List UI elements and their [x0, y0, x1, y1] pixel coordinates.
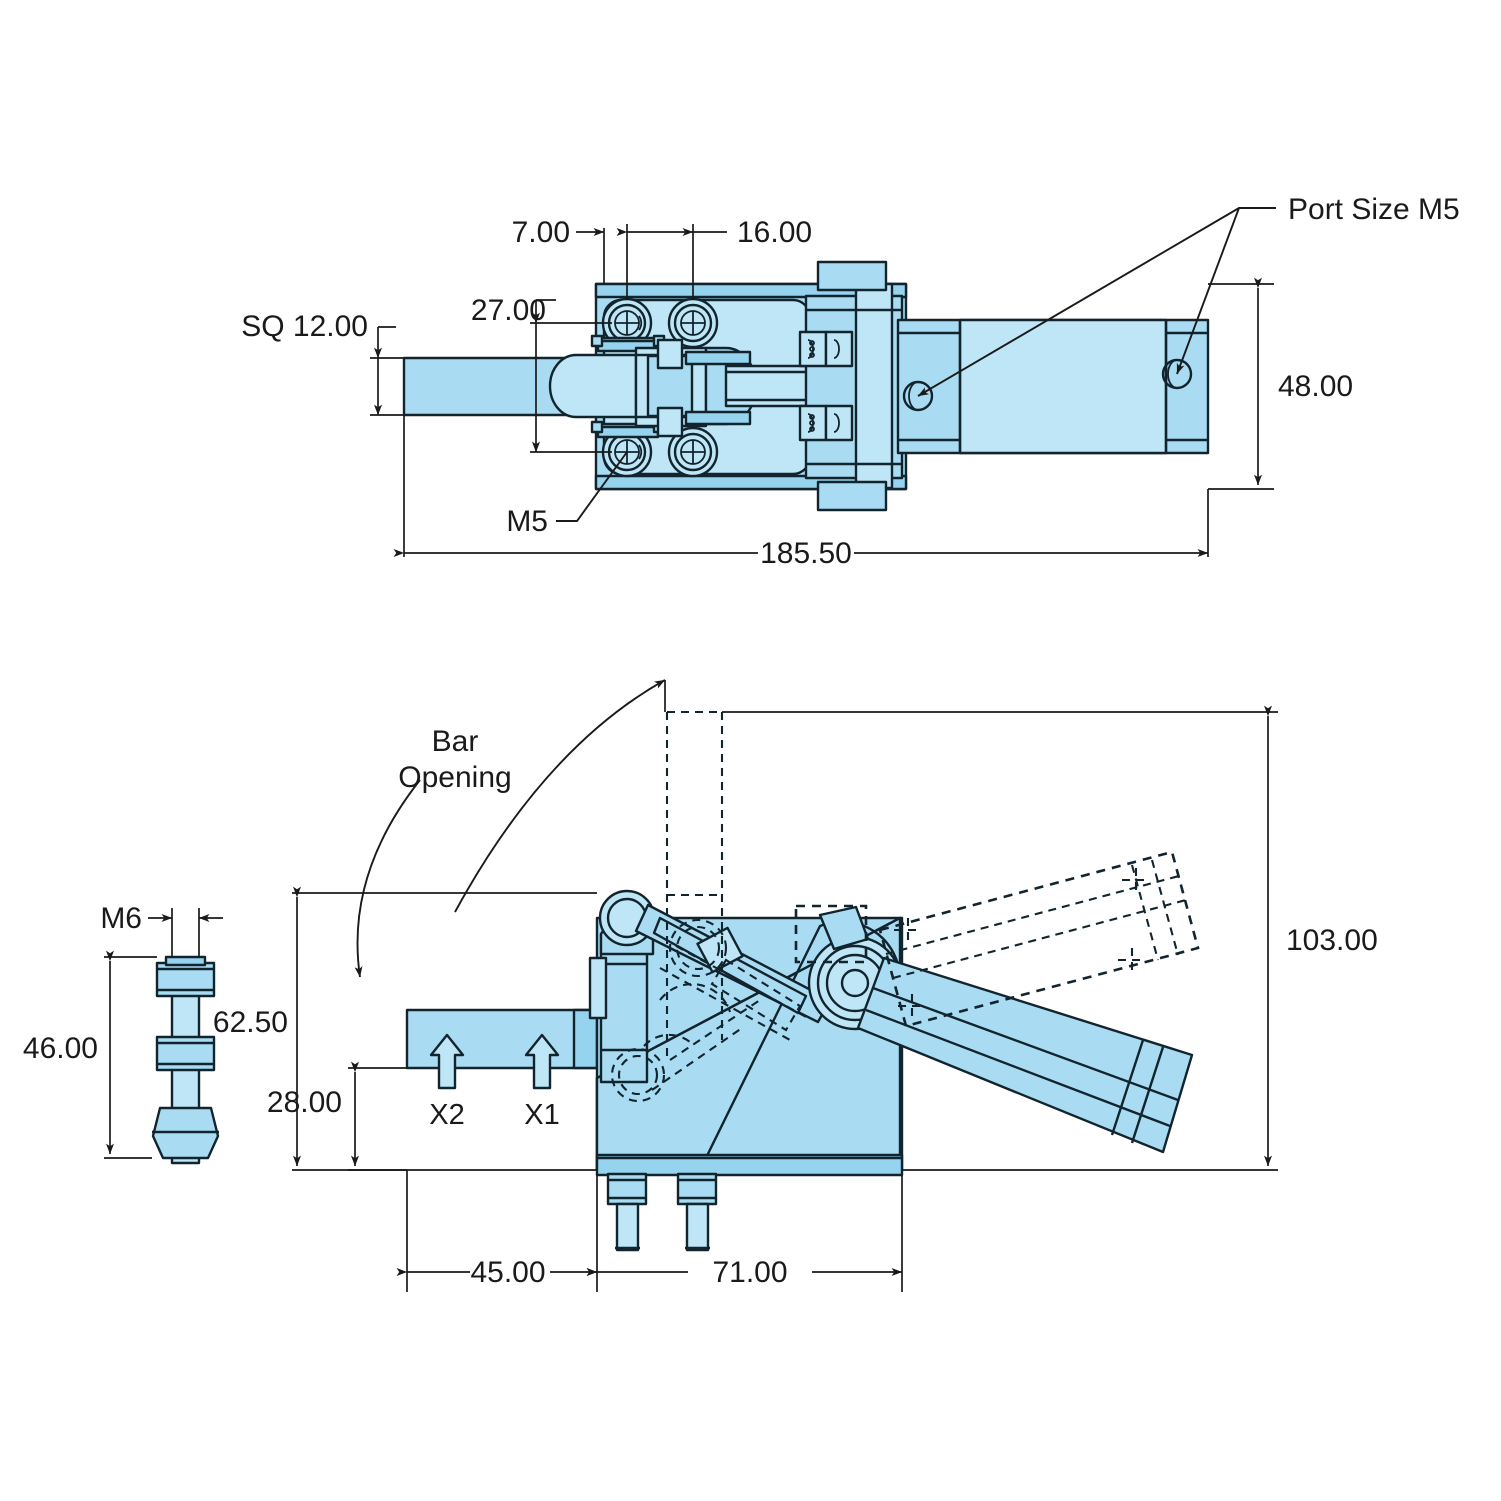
- note-port-size: Port Size M5: [917, 193, 1460, 397]
- dimension-7: 7.00: [512, 216, 605, 284]
- note-m5-label: M5: [506, 505, 548, 538]
- dimension-45: 45.00: [396, 1170, 598, 1292]
- side-view-port-fittings: [606, 1172, 718, 1252]
- bolt-detail-view: M6 46.00: [23, 902, 223, 1165]
- dimension-71: 71.00: [586, 1175, 903, 1292]
- port-hole-front: [1161, 358, 1193, 390]
- dimension-48-label: 48.00: [1278, 370, 1353, 403]
- side-view-clamp-arm: [856, 956, 1194, 1154]
- bolt-upper-nut: [155, 955, 216, 998]
- marker-x1: X1: [524, 1033, 560, 1131]
- note-bar-opening-line1: Bar: [432, 725, 479, 758]
- bolt-spindle-tip: [151, 1106, 220, 1160]
- note-bar-opening-line2: Opening: [398, 761, 511, 794]
- top-view-cylinder-barrel: [896, 318, 1210, 455]
- dimension-45-label: 45.00: [470, 1256, 545, 1289]
- marker-x2: X2: [429, 1033, 465, 1131]
- side-view-work-bar: [405, 1008, 599, 1070]
- dimension-sq12-label: SQ 12.00: [241, 310, 368, 343]
- side-view-reference-channel: [665, 710, 724, 1060]
- note-port-size-label: Port Size M5: [1288, 193, 1460, 226]
- dimension-m6-label: M6: [100, 902, 142, 935]
- note-m5: M5: [506, 451, 628, 538]
- dimension-103: 103.00: [722, 705, 1378, 1171]
- dimension-7-label: 7.00: [512, 216, 570, 249]
- side-view-wedge-tab: [818, 905, 870, 951]
- dimension-48: 48.00: [1208, 277, 1353, 490]
- dimension-16: 16.00: [616, 216, 812, 300]
- dimension-28: 28.00: [267, 1061, 407, 1171]
- top-view-cylinder-head: [798, 260, 904, 512]
- note-bar-opening: Bar Opening: [354, 679, 666, 978]
- dimension-27: 27.00: [471, 294, 612, 453]
- dimension-185: 185.50: [393, 415, 1209, 570]
- dimension-m6: M6: [100, 902, 223, 957]
- side-view-hidden-linkage: [610, 918, 809, 1103]
- bolt-lower-nut: [155, 1035, 216, 1072]
- side-view-hinge-column: [588, 889, 656, 1084]
- dimension-185-label: 185.50: [760, 537, 852, 570]
- top-view: 7.00 16.00 27.00 SQ 12.00: [241, 193, 1460, 570]
- dimension-46: 46.00: [23, 950, 157, 1159]
- port-hole-rear: [902, 380, 934, 412]
- dimension-62-50-label: 62.50: [213, 1006, 288, 1039]
- dimension-27-label: 27.00: [471, 294, 546, 327]
- dimension-16-label: 16.00: [737, 216, 812, 249]
- dimension-28-label: 28.00: [267, 1086, 342, 1119]
- marker-x1-label: X1: [524, 1099, 559, 1131]
- dimension-71-label: 71.00: [712, 1256, 787, 1289]
- side-view: 62.50 28.00 103.00 45.00: [213, 679, 1378, 1292]
- dimension-103-label: 103.00: [1286, 924, 1378, 957]
- dimension-sq12: SQ 12.00: [241, 310, 404, 416]
- dimension-46-label: 46.00: [23, 1032, 98, 1065]
- side-view-clamp-arm-open: [794, 850, 1200, 1028]
- marker-x2-label: X2: [429, 1099, 464, 1131]
- dimension-62-50: 62.50: [213, 886, 597, 1171]
